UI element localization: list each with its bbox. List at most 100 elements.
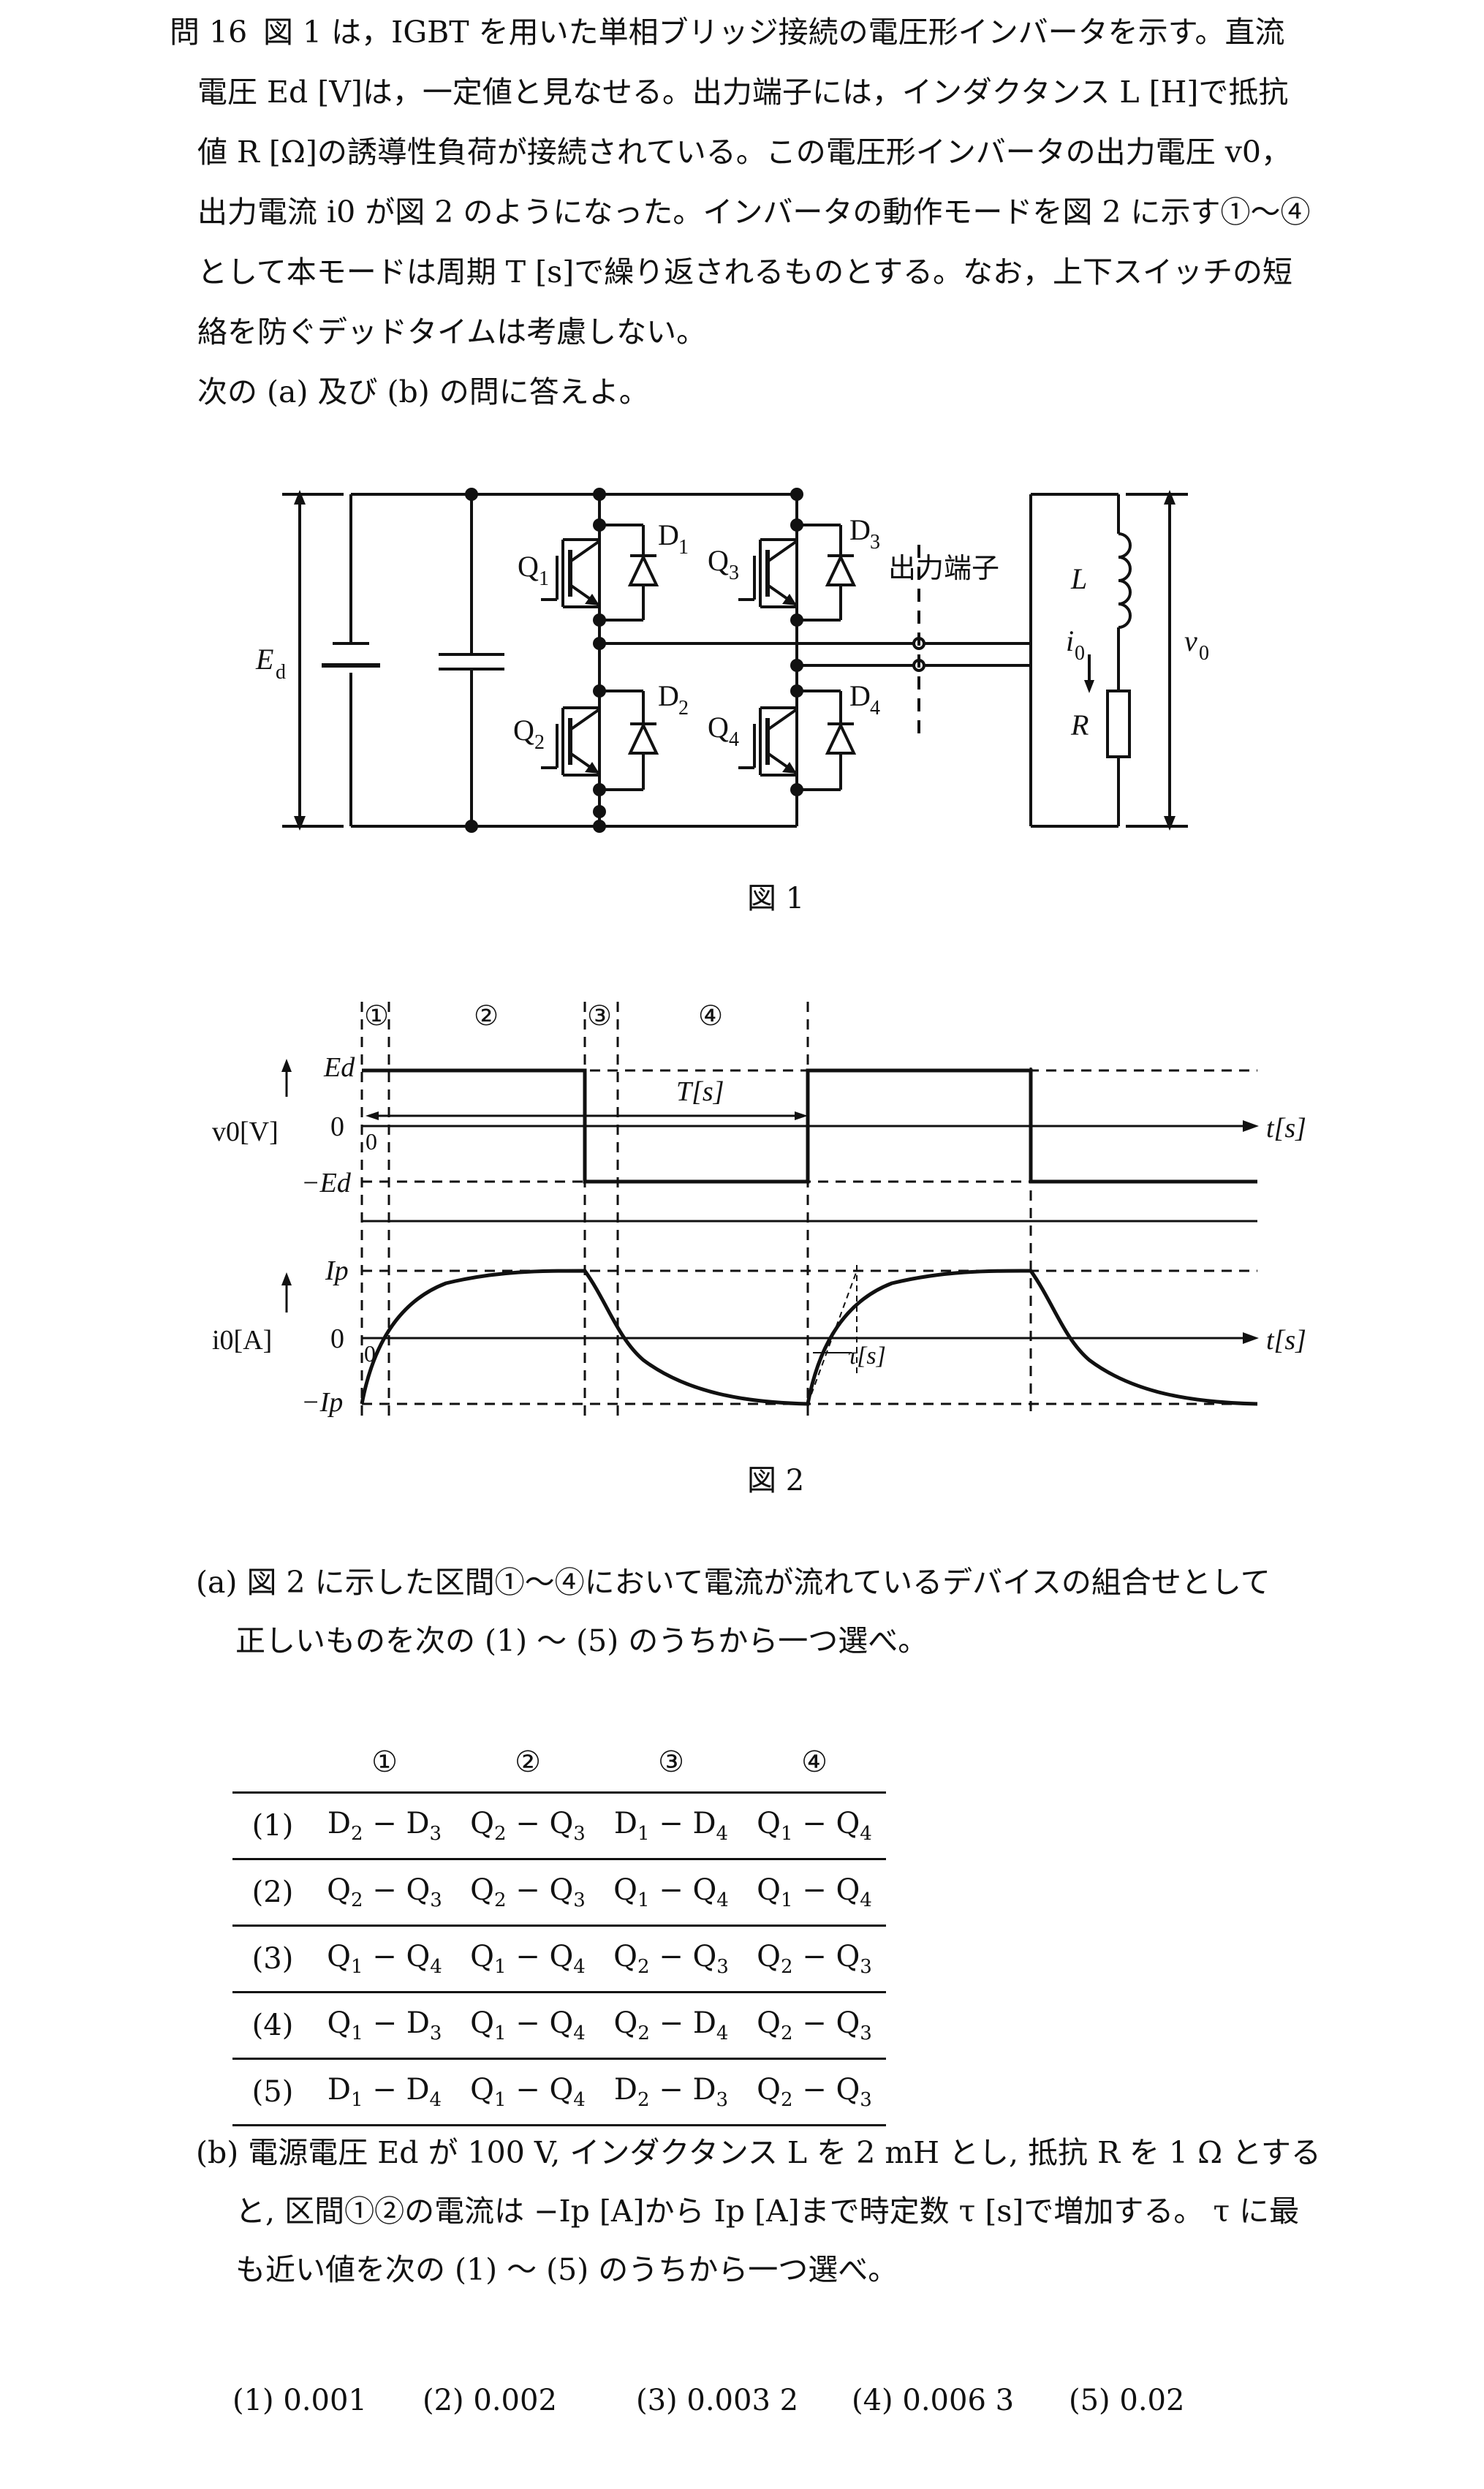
svg-text:1: 1 <box>539 567 549 590</box>
device-pair: Q2 − Q3 <box>757 1940 872 1978</box>
inductor-label: L <box>1070 562 1087 595</box>
device-pair: Q2 − D4 <box>613 2006 729 2044</box>
v-time-label: t[s] <box>1266 1113 1306 1144</box>
d4-label: D <box>849 679 871 712</box>
igbt-q1 <box>541 525 601 608</box>
part-b-line-3: も近い値を次の (1) ～ (5) のうちから一つ選べ。 <box>235 2252 898 2287</box>
choice-label: (3) <box>251 1942 294 1976</box>
question-line-4: 出力電流 i0 が図 2 のようになった。インバータの動作モードを図 2 に示す… <box>197 194 1311 230</box>
svg-text:1: 1 <box>678 536 689 559</box>
part-b-line-1: (b) 電源電圧 Ed が 100 V, インダクタンス L を 2 mH とし… <box>196 2135 1321 2170</box>
i-top-label: Ip <box>325 1255 349 1286</box>
i-time-label: t[s] <box>1266 1325 1306 1356</box>
question-line-3: 値 R [Ω]の誘導性負荷が接続されている。この電圧形インバータの出力電圧 v0… <box>197 135 1291 170</box>
v-origin-label: 0 <box>366 1128 377 1155</box>
svg-text:0: 0 <box>1075 642 1085 665</box>
question-line-2: 電圧 Ed [V]は，一定値と見なせる。出力端子には，インダクタンス L [H]… <box>197 75 1289 110</box>
svg-text:0: 0 <box>1199 642 1209 665</box>
figure1-caption: 図 1 <box>747 882 805 915</box>
svg-text:2: 2 <box>534 731 545 754</box>
question-line-1: 図 1 は，IGBT を用いた単相ブリッジ接続の電圧形インバータを示す。直流 <box>263 15 1285 50</box>
v-axis-label: v0[V] <box>212 1117 279 1147</box>
device-pair: Q2 − Q3 <box>757 2006 872 2044</box>
v-top-label: Ed <box>323 1052 355 1083</box>
device-pair: Q1 − Q4 <box>470 1940 586 1978</box>
q1-label: Q <box>518 550 539 583</box>
diode-d2 <box>599 690 659 791</box>
ed-label: E <box>255 643 273 676</box>
i-bottom-label: −Ip <box>301 1387 343 1418</box>
answer-choice: (5) 0.02 <box>1069 2384 1185 2417</box>
i-zero-label: 0 <box>330 1323 344 1354</box>
v-bottom-label: −Ed <box>301 1168 352 1198</box>
svg-text:2: 2 <box>678 697 689 719</box>
device-pair: Q1 − Q4 <box>470 2073 586 2111</box>
question-number: 問 16 <box>170 15 248 50</box>
igbt-q4 <box>738 706 798 777</box>
part-a-line-1: (a) 図 2 に示した区間①～④において電流が流れているデバイスの組合せとして <box>196 1565 1271 1600</box>
choice-label: (4) <box>251 2009 294 2042</box>
d3-label: D <box>849 513 871 546</box>
mode-2-label: ② <box>474 1001 499 1032</box>
i-origin-label: 0 <box>364 1340 376 1367</box>
answer-choice: (4) 0.006 3 <box>852 2384 1015 2417</box>
svg-text:3: 3 <box>870 531 880 554</box>
diode-d3 <box>797 524 857 622</box>
voltage-label: v <box>1184 624 1197 657</box>
svg-text:d: d <box>276 661 286 684</box>
device-pair: Q2 − Q3 <box>327 1873 442 1911</box>
device-pair: Q2 − Q3 <box>470 1807 586 1845</box>
device-pair: Q2 − Q3 <box>757 2073 872 2111</box>
device-pair: D2 − D3 <box>327 1807 442 1845</box>
i-axis-label: i0[A] <box>212 1325 272 1356</box>
resistor-label: R <box>1070 709 1089 741</box>
diode-d4 <box>797 690 857 791</box>
v-zero-label: 0 <box>330 1111 344 1142</box>
output-terminal-label: 出力端子 <box>888 554 999 584</box>
device-pair: D1 − D4 <box>327 2073 442 2111</box>
igbt-q2 <box>541 706 601 777</box>
svg-text:4: 4 <box>870 697 880 719</box>
figure1-circuit: E d Q 1 D 1 Q 2 D 2 Q 3 D 3 Q 4 D 4 出力端子… <box>255 488 1209 833</box>
question-line-5: として本モードは周期 T [s]で繰り返されるものとする。なお，上下スイッチの短 <box>197 254 1292 290</box>
col-header-4: ④ <box>801 1745 828 1779</box>
svg-text:3: 3 <box>729 562 739 584</box>
inductor-symbol <box>1118 532 1132 629</box>
question-line-7: 次の (a) 及び (b) の問に答えよ。 <box>197 374 649 409</box>
answer-choice: (3) 0.003 2 <box>636 2384 799 2417</box>
part-a-line-2: 正しいものを次の (1) ～ (5) のうちから一つ選べ。 <box>235 1623 928 1658</box>
device-pair: Q1 − Q4 <box>327 1940 442 1978</box>
mode-4-label: ④ <box>698 1001 723 1032</box>
device-pair: Q1 − Q4 <box>757 1807 872 1845</box>
col-header-3: ③ <box>658 1745 684 1779</box>
answer-choice: (1) 0.001 <box>232 2384 367 2417</box>
q4-label: Q <box>708 711 729 744</box>
device-pair: Q1 − Q4 <box>613 1873 729 1911</box>
device-pair: D2 − D3 <box>613 2073 729 2111</box>
device-pair: Q1 − D3 <box>327 2006 442 2044</box>
mode-1-label: ① <box>364 1001 389 1032</box>
igbt-q3 <box>738 538 798 608</box>
figure2-waveforms: ① ② ③ ④ v0[V] Ed 0 −Ed 0 T[s] t[s] i0[A]… <box>212 1001 1306 1419</box>
d2-label: D <box>658 679 679 712</box>
tau-label: τ[s] <box>848 1342 886 1370</box>
figure2-caption: 図 2 <box>747 1464 805 1497</box>
col-header-2: ② <box>515 1745 541 1779</box>
part-b-line-2: と, 区間①②の電流は −Ip [A]から Ip [A]まで時定数 τ [s]で… <box>235 2194 1300 2229</box>
device-pair: Q2 − Q3 <box>613 1940 729 1978</box>
choice-label: (2) <box>251 1876 294 1909</box>
d1-label: D <box>658 518 679 551</box>
device-pair: D1 − D4 <box>613 1807 729 1845</box>
diode-d1 <box>599 524 659 622</box>
period-label: T[s] <box>676 1076 724 1107</box>
device-pair: Q2 − Q3 <box>470 1873 586 1911</box>
resistor-symbol <box>1106 690 1131 758</box>
v0-waveform <box>362 1068 1257 1184</box>
col-header-1: ① <box>371 1745 398 1779</box>
current-label: i <box>1066 624 1074 657</box>
